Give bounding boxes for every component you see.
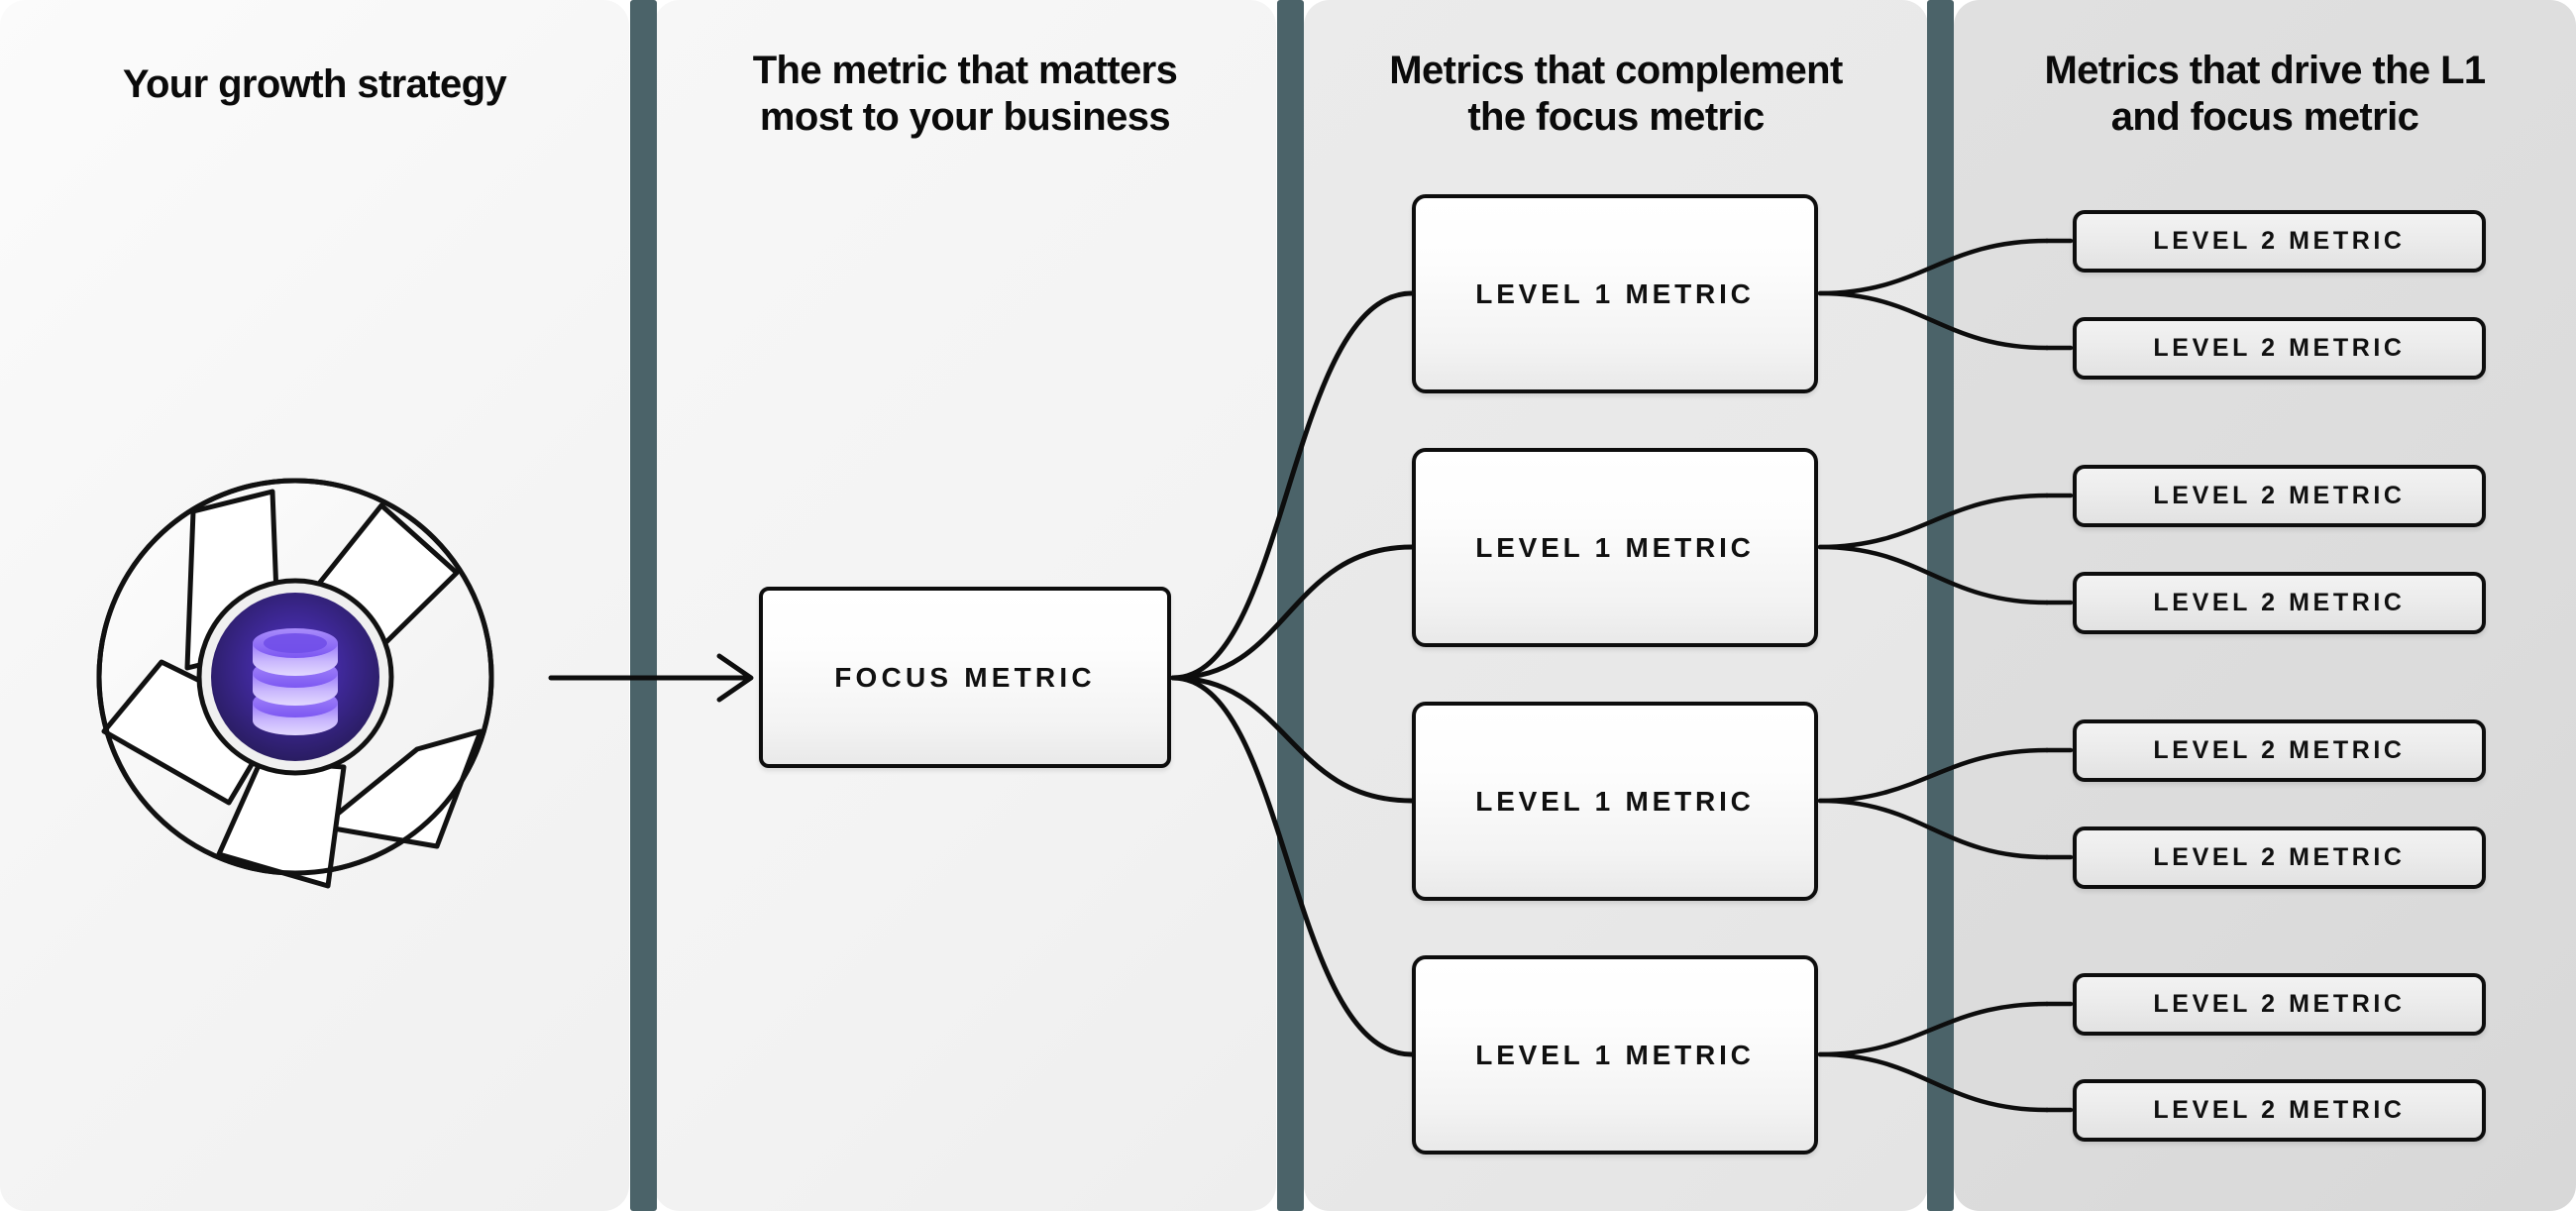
node-level2-metric-8[interactable]: LEVEL 2 METRIC: [2073, 1079, 2486, 1142]
growth-strategy-emblem: [96, 478, 494, 889]
node-label: LEVEL 2 METRIC: [2153, 482, 2406, 509]
node-focus-metric[interactable]: FOCUS METRIC: [759, 587, 1171, 768]
column-heading-focus-metric: The metric that matters most to your bus…: [752, 49, 1178, 140]
column-heading-level-2: Metrics that drive the L1 and focus metr…: [2044, 49, 2486, 140]
node-label: LEVEL 1 METRIC: [1475, 531, 1755, 563]
column-divider-1: [630, 0, 657, 1211]
node-label: LEVEL 2 METRIC: [2153, 589, 2406, 616]
database-icon: [253, 628, 338, 735]
column-divider-3: [1927, 0, 1954, 1211]
node-label: LEVEL 1 METRIC: [1475, 277, 1755, 309]
node-level2-metric-2[interactable]: LEVEL 2 METRIC: [2073, 317, 2486, 380]
node-level2-metric-7[interactable]: LEVEL 2 METRIC: [2073, 973, 2486, 1036]
column-divider-2: [1277, 0, 1304, 1211]
node-label: FOCUS METRIC: [834, 661, 1096, 693]
node-label: LEVEL 1 METRIC: [1475, 785, 1755, 817]
node-level2-metric-5[interactable]: LEVEL 2 METRIC: [2073, 719, 2486, 782]
node-label: LEVEL 2 METRIC: [2153, 843, 2406, 871]
node-level2-metric-6[interactable]: LEVEL 2 METRIC: [2073, 826, 2486, 889]
node-level2-metric-3[interactable]: LEVEL 2 METRIC: [2073, 465, 2486, 527]
node-label: LEVEL 1 METRIC: [1475, 1039, 1755, 1070]
node-level2-metric-4[interactable]: LEVEL 2 METRIC: [2073, 572, 2486, 634]
node-level1-metric-2[interactable]: LEVEL 1 METRIC: [1412, 448, 1818, 647]
node-level1-metric-3[interactable]: LEVEL 1 METRIC: [1412, 702, 1818, 901]
node-label: LEVEL 2 METRIC: [2153, 227, 2406, 255]
node-label: LEVEL 2 METRIC: [2153, 334, 2406, 362]
node-label: LEVEL 2 METRIC: [2153, 736, 2406, 764]
column-heading-level-1: Metrics that complement the focus metric: [1389, 49, 1843, 140]
column-heading-growth-strategy: Your growth strategy: [122, 62, 507, 106]
node-level1-metric-4[interactable]: LEVEL 1 METRIC: [1412, 955, 1818, 1155]
node-label: LEVEL 2 METRIC: [2153, 990, 2406, 1018]
node-label: LEVEL 2 METRIC: [2153, 1096, 2406, 1124]
node-level1-metric-1[interactable]: LEVEL 1 METRIC: [1412, 194, 1818, 393]
node-level2-metric-1[interactable]: LEVEL 2 METRIC: [2073, 210, 2486, 273]
